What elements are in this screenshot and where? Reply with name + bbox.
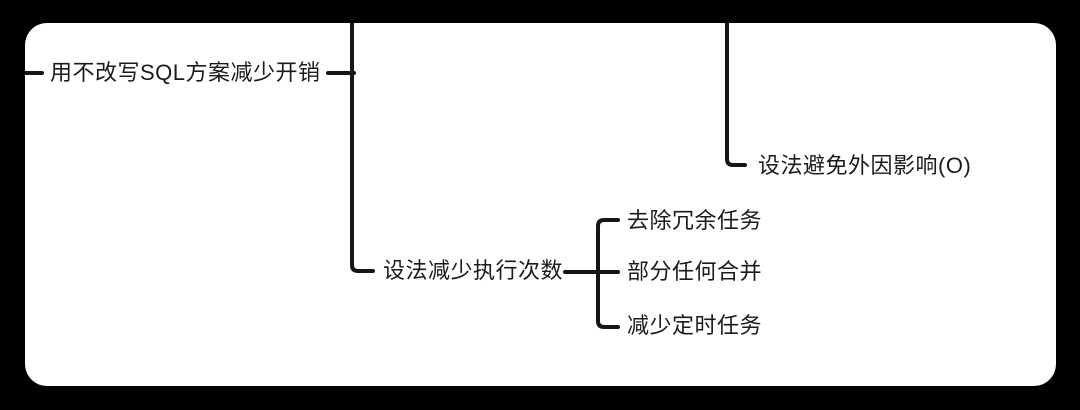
node-remove-redundant-tasks[interactable]: 去除冗余任务 <box>627 208 763 233</box>
connector-reduce-exec <box>350 23 375 273</box>
node-avoid-external-influence[interactable]: 设法避免外因影响(O) <box>758 153 972 178</box>
connector-lines <box>25 23 747 329</box>
connector-avoid-external <box>725 23 747 167</box>
node-reduce-execution-count[interactable]: 设法减少执行次数 <box>383 258 564 283</box>
children-bracket <box>596 218 620 329</box>
node-reduce-scheduled-tasks[interactable]: 减少定时任务 <box>627 313 763 338</box>
node-root[interactable]: 用不改写SQL方案减少开销 <box>50 60 321 85</box>
mindmap-canvas: 用不改写SQL方案减少开销 设法避免外因影响(O) 设法减少执行次数 去除冗余任… <box>25 23 1056 386</box>
node-merge-partial-tasks[interactable]: 部分任何合并 <box>627 259 763 284</box>
